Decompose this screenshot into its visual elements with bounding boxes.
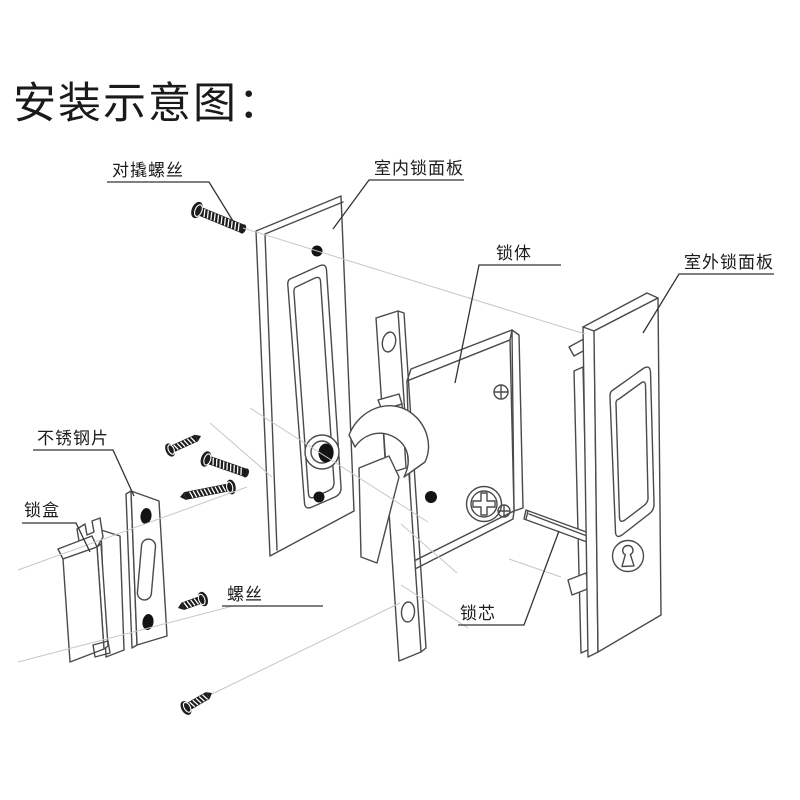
phillips-cross	[472, 492, 496, 516]
hook-shank	[358, 455, 400, 564]
hook-crescent	[348, 404, 430, 478]
label-screw: 螺丝	[227, 585, 263, 605]
case-screw-bottom	[497, 504, 511, 518]
label-indoor-panel: 室内锁面板	[374, 159, 464, 179]
lock-box	[57, 517, 125, 663]
label-lock-box: 锁盒	[24, 501, 60, 521]
thumbturn-dark	[318, 443, 334, 463]
keyhole	[621, 544, 635, 568]
screws	[165, 201, 250, 715]
alignment-guides	[17, 227, 586, 695]
strike-slot	[136, 538, 157, 601]
panel-dot-bottom	[313, 491, 325, 503]
outdoor-lock-panel	[582, 292, 662, 658]
screw	[165, 434, 201, 457]
outdoor-handle-pocket	[609, 366, 655, 538]
keeper-bottom-notch	[92, 640, 111, 658]
indoor-lock-panel	[255, 195, 355, 557]
case-dot	[425, 491, 437, 503]
screw	[180, 479, 236, 500]
faceplate-bar	[375, 310, 427, 662]
keyhole-ring	[611, 539, 645, 573]
screw	[191, 201, 247, 234]
callouts: 安装示意图： 对撬螺丝 室内锁面板 锁体 室外锁面板 不锈钢片 锁盒 螺丝 锁芯	[13, 79, 774, 626]
faceplate-hole-bottom	[400, 601, 416, 623]
label-lock-body: 锁体	[496, 244, 532, 264]
case-screw-top	[493, 384, 509, 400]
label-outdoor-panel: 室外锁面板	[684, 253, 774, 273]
screw	[180, 692, 212, 715]
screw	[200, 451, 250, 478]
faceplate-hole-top	[381, 331, 397, 353]
strike-hole-bottom	[142, 614, 154, 630]
label-steel-plate: 不锈钢片	[37, 429, 109, 449]
strike-hole-top	[140, 508, 152, 524]
screw	[178, 591, 209, 611]
label-anti-pry-screw: 对撬螺丝	[112, 161, 184, 181]
page-title: 安装示意图：	[13, 79, 283, 129]
hook-latch	[348, 404, 430, 564]
label-lock-cylinder: 锁芯	[460, 604, 496, 624]
